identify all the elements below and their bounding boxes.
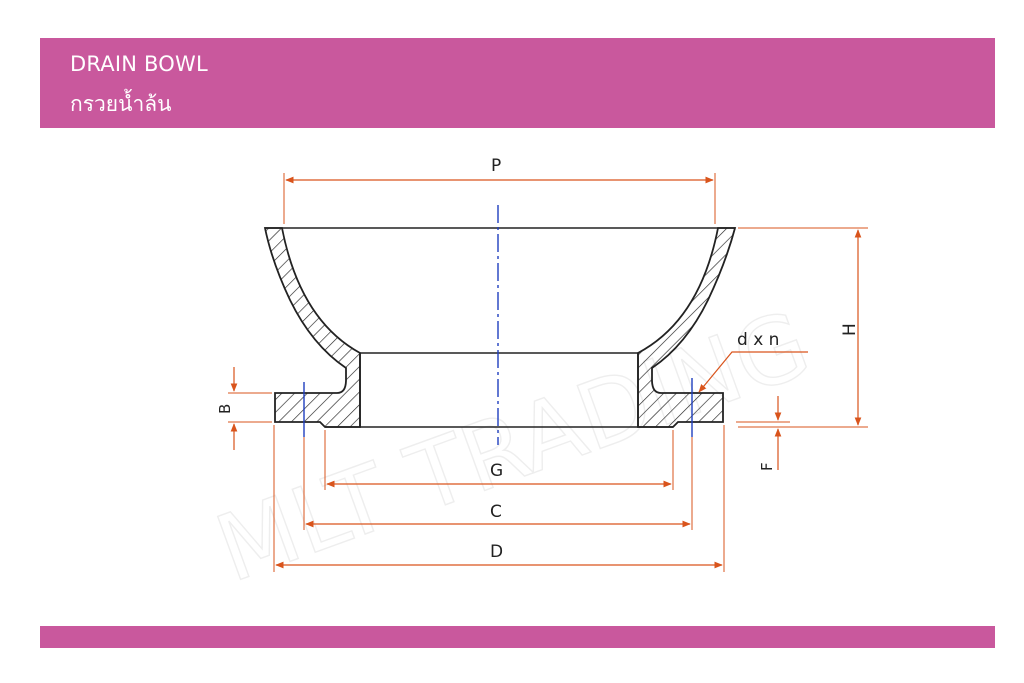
dimension-lines — [230, 176, 862, 569]
leader-dxn — [698, 351, 808, 393]
label-p: P — [491, 156, 501, 176]
right-wall-section — [637, 227, 737, 428]
title-thai: กรวยน้ำล้น — [70, 92, 172, 116]
title-english: DRAIN BOWL — [70, 52, 208, 76]
label-f: F — [758, 462, 776, 471]
header-banner: DRAIN BOWL กรวยน้ำล้น — [40, 38, 995, 128]
center-lines — [303, 205, 693, 445]
label-h: H — [840, 323, 860, 336]
label-c: C — [490, 502, 502, 522]
label-g: G — [490, 461, 503, 481]
label-dxn: d x n — [737, 330, 779, 350]
left-wall-section — [263, 227, 361, 428]
watermark-text: MLT TRADING — [203, 290, 823, 603]
extension-lines — [228, 173, 868, 572]
footer-banner — [40, 626, 995, 648]
label-b: B — [216, 404, 234, 414]
label-d: D — [490, 542, 503, 562]
